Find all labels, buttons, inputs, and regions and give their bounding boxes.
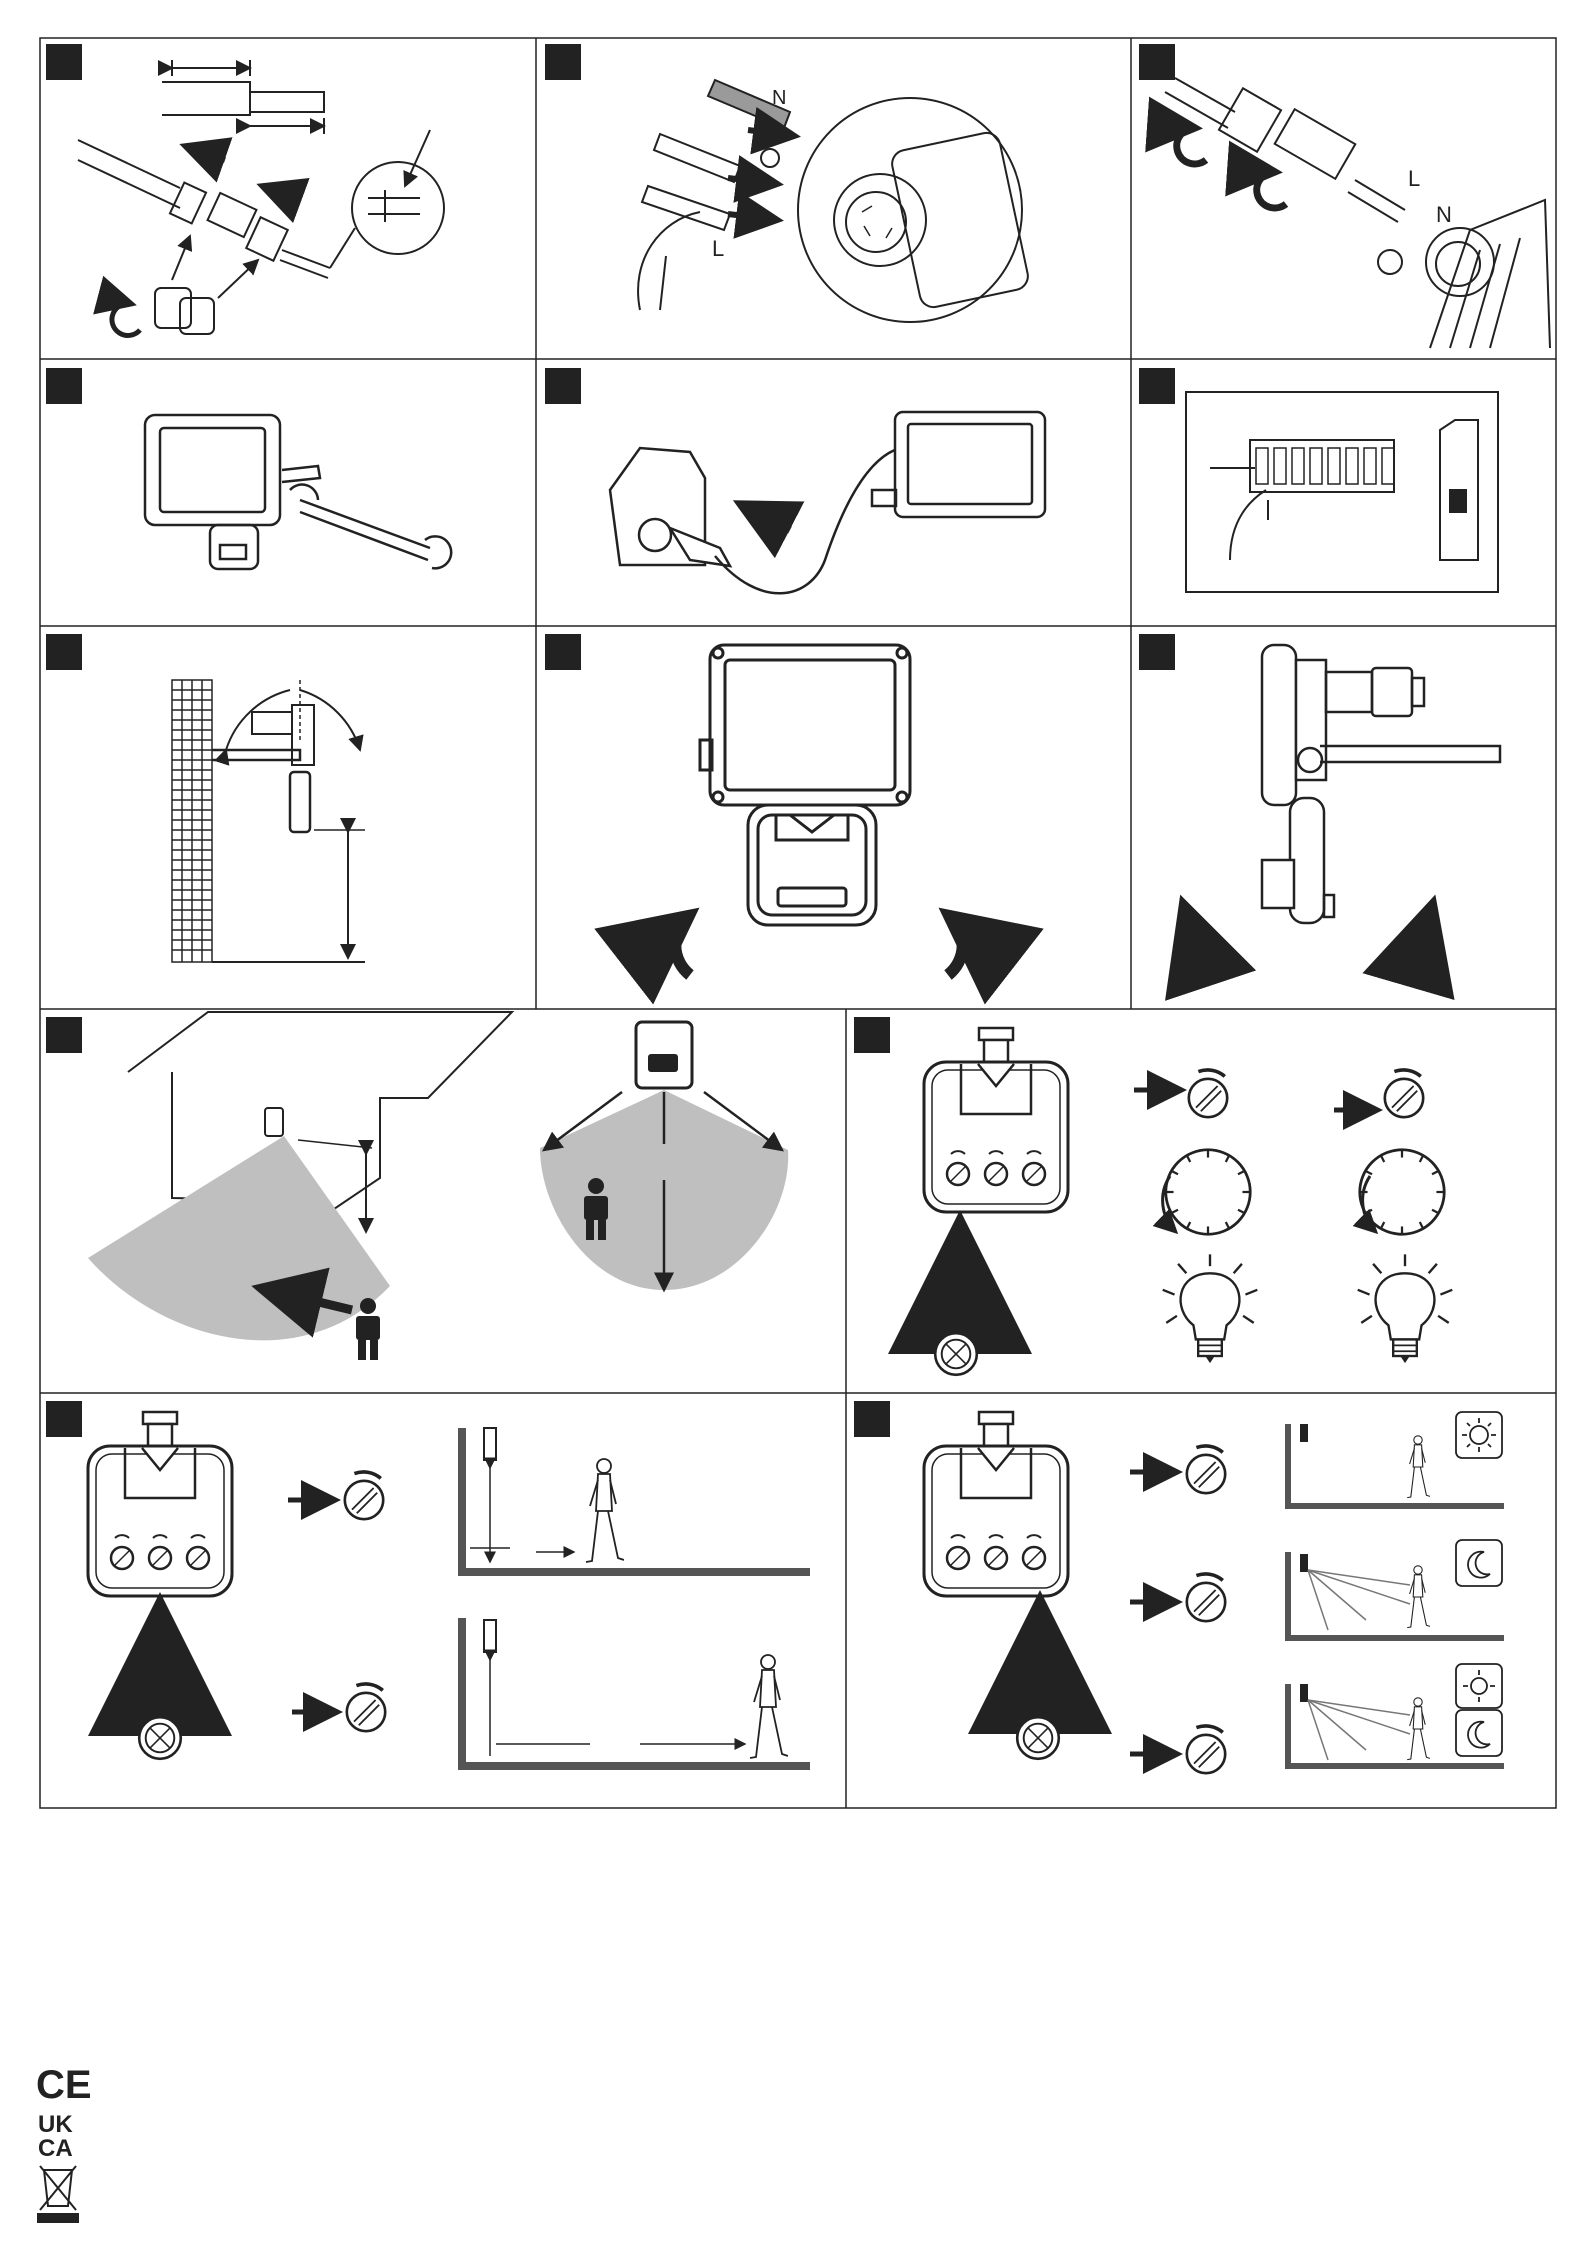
ukca-mark-bottom: CA — [38, 2135, 73, 2162]
person-icon-13a — [1407, 1436, 1430, 1498]
step-1-cable-gland — [78, 60, 444, 335]
step-badge-12 — [46, 1401, 82, 1437]
step-4-mount-bracket — [145, 415, 451, 569]
sun-icon-13a — [1456, 1412, 1502, 1458]
light-bulb-icon-11b — [1358, 1254, 1453, 1363]
compliance-marks: CE UK CA — [36, 2063, 92, 2222]
brick-wall — [172, 680, 212, 962]
step-badge-5 — [545, 368, 581, 404]
person-icon-13c — [1407, 1698, 1430, 1760]
label-neutral-3: N — [1436, 202, 1452, 227]
light-bulb-icon-11a — [1163, 1254, 1258, 1363]
step-badge-10 — [46, 1017, 82, 1053]
moon-icon-13a — [1456, 1540, 1502, 1586]
step-badge-11 — [854, 1017, 890, 1053]
moon-icon-13b — [1456, 1710, 1502, 1756]
label-neutral-2: N — [772, 87, 786, 109]
tilt-left-arrow-icon — [1184, 906, 1228, 960]
label-live-2: L — [712, 236, 724, 261]
earth-ground-icon-3 — [1378, 250, 1402, 274]
step-10-detection-zone — [88, 1012, 788, 1360]
step-badge-7 — [46, 634, 82, 670]
step-8-rotate-head — [675, 645, 962, 975]
wrench-icon — [290, 485, 451, 569]
step-badge-13 — [854, 1401, 890, 1437]
plug-icon — [670, 528, 730, 566]
step-badge-6 — [1139, 368, 1175, 404]
step-11-time-setting — [924, 1028, 1452, 1375]
ukca-mark-top: UK — [38, 2111, 73, 2138]
step-6-fuse-box — [1186, 392, 1498, 592]
step-12-range-setting — [88, 1412, 810, 1766]
step-9-tilt-side — [1184, 645, 1500, 960]
rotate-right-arrow-icon — [948, 915, 963, 975]
step-5-plug-in — [610, 412, 1045, 593]
step-badge-3 — [1139, 44, 1175, 80]
label-live-3: L — [1408, 166, 1420, 191]
ce-mark: CE — [36, 2063, 92, 2107]
person-icon-12a — [586, 1459, 624, 1562]
weee-bin-icon — [38, 2166, 78, 2222]
step-badge-8 — [545, 634, 581, 670]
person-icon-12b — [750, 1655, 788, 1758]
step-7-wall-height — [172, 680, 365, 962]
step-3-tighten-gland: L N — [1165, 78, 1550, 348]
clock-dial-icon-11b — [1360, 1150, 1444, 1234]
step-13-lux-setting — [924, 1412, 1504, 1773]
rotate-left-arrow-icon — [675, 915, 690, 975]
person-icon-13b — [1407, 1566, 1430, 1628]
step-badge-2 — [545, 44, 581, 80]
step-2-wire-connection: N L — [638, 80, 1030, 322]
sun-icon-13b — [1456, 1664, 1502, 1708]
step-badge-1 — [46, 44, 82, 80]
clock-dial-icon-11a — [1166, 1150, 1250, 1234]
earth-ground-icon-2 — [761, 149, 779, 167]
tilt-right-arrow-icon — [1388, 906, 1432, 960]
step-badge-9 — [1139, 634, 1175, 670]
step-badge-4 — [46, 368, 82, 404]
